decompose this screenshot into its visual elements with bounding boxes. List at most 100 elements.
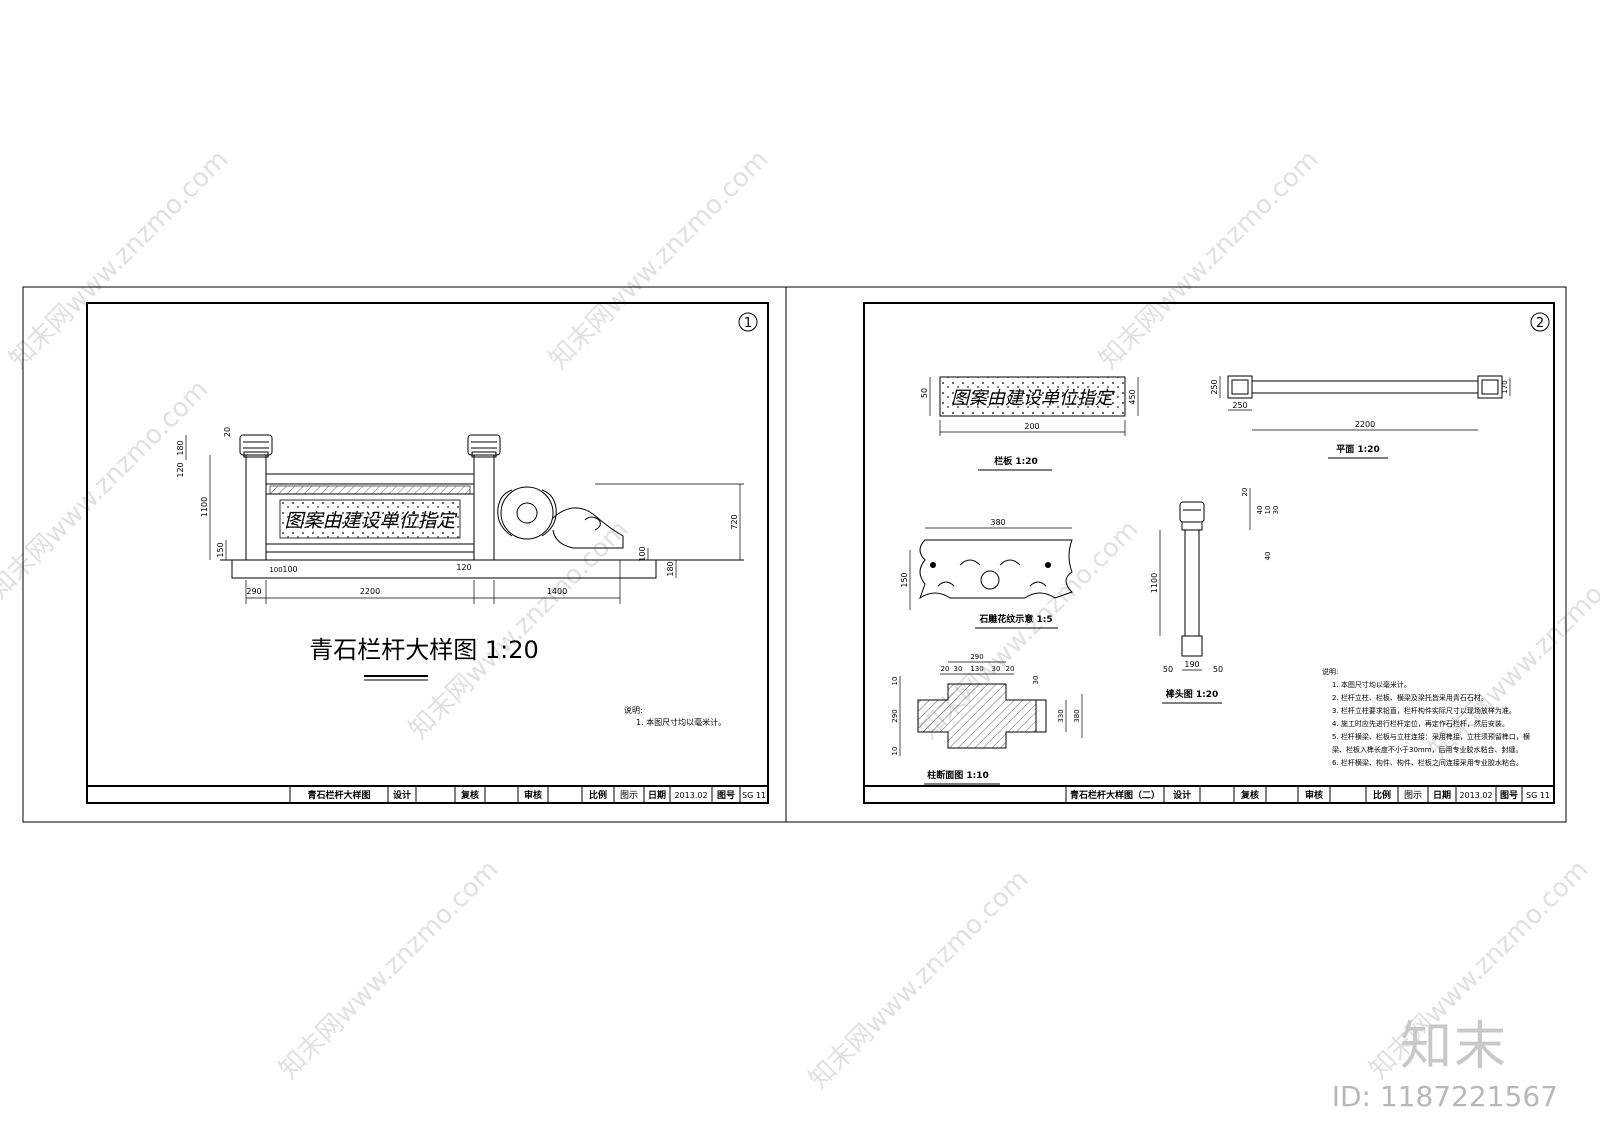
- svg-text:180: 180: [666, 561, 675, 576]
- svg-text:日期: 日期: [1433, 789, 1451, 801]
- svg-text:20: 20: [1006, 665, 1015, 673]
- svg-text:30: 30: [1272, 506, 1280, 515]
- svg-text:250: 250: [1232, 401, 1247, 410]
- svg-text:250: 250: [1210, 379, 1219, 394]
- svg-text:设计: 设计: [393, 789, 411, 801]
- svg-text:30: 30: [954, 665, 963, 673]
- svg-text:2200: 2200: [360, 587, 380, 596]
- sheet-2-notes: 说明: 1. 本图尺寸均以毫米计。 2. 栏杆立柱、栏板、横梁及梁托皆采用青石石…: [1322, 667, 1530, 767]
- sheet-1-frame: [86, 302, 769, 804]
- svg-text:青石栏杆大样图: 青石栏杆大样图: [307, 789, 370, 801]
- svg-text:380: 380: [990, 518, 1005, 527]
- svg-text:180: 180: [176, 440, 185, 455]
- plan-view: 250 250 2200 170 平面 1:20: [1210, 375, 1511, 459]
- panel-view: 图案由建设单位指定 200 450 50 栏板 1:20: [920, 376, 1139, 471]
- svg-text:2013.02: 2013.02: [674, 791, 707, 800]
- sheet-2-number: 2: [1536, 316, 1544, 331]
- svg-text:380: 380: [1073, 709, 1081, 722]
- svg-text:青石栏杆大样图（二）: 青石栏杆大样图（二）: [1070, 789, 1160, 801]
- svg-text:说明:: 说明:: [1322, 667, 1338, 676]
- sheet-1: 1 图案由建设单位指定: [22, 286, 787, 823]
- watermark-text: 知末网www.znzmo.com: [1424, 534, 1600, 765]
- scroll-ornament: [497, 486, 624, 549]
- svg-text:170: 170: [1501, 380, 1509, 393]
- svg-text:复核: 复核: [460, 789, 479, 801]
- svg-text:10: 10: [891, 677, 899, 686]
- svg-text:图示: 图示: [1404, 790, 1422, 801]
- brand-logo: 知末: [1399, 1017, 1508, 1077]
- svg-text:6. 栏杆横梁、构件、构件、栏板之间连接采用专业胶水粘合。: 6. 栏杆横梁、构件、构件、栏板之间连接采用专业胶水粘合。: [1332, 758, 1523, 767]
- sheet-2-outer-border: [785, 286, 1567, 823]
- railing-elevation: 图案由建设单位指定 290 2200 1400: [176, 427, 744, 604]
- svg-text:1. 本图尺寸均以毫米计。: 1. 本图尺寸均以毫米计。: [1332, 680, 1411, 689]
- svg-text:4. 施工时应先进行栏杆定位，再定作石栏杆，然后安装。: 4. 施工时应先进行栏杆定位，再定作石栏杆，然后安装。: [1332, 719, 1509, 728]
- svg-text:100: 100: [269, 566, 282, 574]
- rail-ornaments: [269, 485, 471, 495]
- sheet-1-number-circle: [738, 312, 758, 332]
- svg-text:审核: 审核: [524, 789, 542, 801]
- sheet-2-frame: [863, 302, 1555, 804]
- svg-text:1400: 1400: [547, 587, 567, 596]
- svg-text:图号: 图号: [717, 790, 735, 801]
- carving-view: 380 150 石雕花纹示意 1:5: [900, 518, 1073, 629]
- svg-text:30: 30: [992, 665, 1001, 673]
- svg-text:40: 40: [1264, 552, 1272, 561]
- sheet-1-notes-title: 说明:: [624, 705, 643, 715]
- svg-text:200: 200: [1024, 422, 1039, 431]
- svg-text:20: 20: [223, 427, 232, 437]
- sheet-1-number: 1: [744, 316, 752, 331]
- svg-text:10: 10: [1264, 506, 1272, 515]
- svg-text:50: 50: [1213, 665, 1223, 674]
- svg-text:1100: 1100: [1150, 573, 1159, 593]
- watermark-text: 知末网www.znzmo.com: [804, 864, 1035, 1095]
- svg-text:日期: 日期: [648, 789, 666, 801]
- panel-label: 栏板 1:20: [994, 455, 1038, 467]
- svg-text:10: 10: [891, 747, 899, 756]
- svg-text:150: 150: [900, 572, 909, 587]
- watermark-text: 知末网www.znzmo.com: [1094, 144, 1325, 375]
- svg-text:比例: 比例: [1373, 789, 1391, 801]
- svg-text:图案由建设单位指定: 图案由建设单位指定: [951, 388, 1115, 409]
- carving-label: 石雕花纹示意 1:5: [978, 613, 1052, 625]
- watermark-text: 知末网www.znzmo.com: [4, 144, 235, 375]
- svg-text:20: 20: [1241, 488, 1249, 497]
- sheet-2-title-block: 青石栏杆大样图（二） 设计 复核 审核 比例 图示 日期 2013.02 图号 …: [864, 785, 1554, 803]
- svg-text:100: 100: [638, 546, 647, 561]
- sheet-1-main-title: 青石栏杆大样图 1:20: [309, 636, 539, 664]
- svg-text:图示: 图示: [620, 790, 638, 801]
- svg-text:1100: 1100: [200, 497, 209, 517]
- watermark-text: 知末网www.znzmo.com: [0, 374, 214, 605]
- svg-text:100: 100: [282, 565, 297, 574]
- svg-text:20: 20: [941, 665, 950, 673]
- svg-text:130: 130: [970, 665, 983, 673]
- svg-text:图号: 图号: [1500, 790, 1518, 801]
- watermark-text: 知末网www.znzmo.com: [274, 854, 505, 1085]
- svg-text:720: 720: [730, 514, 739, 529]
- svg-text:120: 120: [456, 563, 471, 572]
- post-view: 1100 190 50 50 20 40 10 30 40 棒头图 1:20: [1150, 488, 1280, 704]
- svg-text:40: 40: [1256, 506, 1264, 515]
- svg-text:290: 290: [970, 653, 983, 661]
- svg-text:梁、栏板入榫长度不小于30mm，后用专业胶水粘合、封缝。: 梁、栏板入榫长度不小于30mm，后用专业胶水粘合、封缝。: [1332, 745, 1523, 754]
- svg-text:450: 450: [1128, 389, 1137, 404]
- svg-text:比例: 比例: [589, 789, 607, 801]
- svg-text:3. 栏杆立柱要求铅直，栏杆构件实际尺寸以现场放样为准。: 3. 栏杆立柱要求铅直，栏杆构件实际尺寸以现场放样为准。: [1332, 706, 1516, 715]
- svg-text:150: 150: [216, 542, 225, 557]
- sheet-1-outer-border: [22, 286, 787, 823]
- sheet-2: 2 图案由建设单位指定 200 450 50 栏板 1:20 250: [785, 286, 1567, 823]
- svg-text:SG 11: SG 11: [742, 791, 766, 800]
- carved-panel: [279, 499, 461, 539]
- svg-text:290: 290: [246, 587, 261, 596]
- svg-text:50: 50: [1163, 665, 1173, 674]
- section-label: 柱断面图 1:10: [927, 769, 989, 781]
- svg-text:190: 190: [1184, 660, 1199, 669]
- svg-text:审核: 审核: [1305, 789, 1323, 801]
- svg-text:2. 栏杆立柱、栏板、横梁及梁托皆采用青石石材。: 2. 栏杆立柱、栏板、横梁及梁托皆采用青石石材。: [1332, 693, 1488, 702]
- svg-text:50: 50: [920, 388, 929, 398]
- svg-text:2200: 2200: [1355, 420, 1375, 429]
- column-section: 290 20 30 130 30 20 10 290 10 330 380 30…: [891, 653, 1083, 785]
- elevation-dimensions: 290 2200 1400 1100 180 120 150 20 720 10…: [176, 427, 744, 604]
- sheet-1-title-block: 青石栏杆大样图 设计 复核 审核 比例 图示 日期 2013.02 图号 SG …: [87, 785, 768, 803]
- sheet-2-number-circle: [1530, 312, 1550, 332]
